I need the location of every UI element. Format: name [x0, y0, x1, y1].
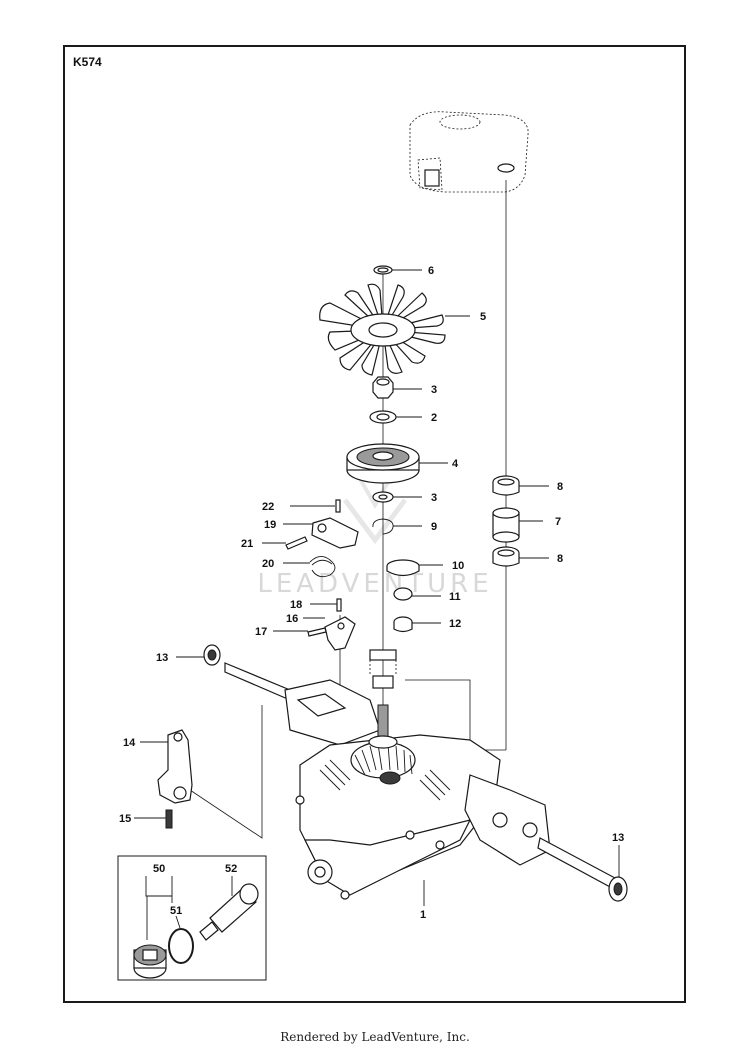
callout-label: 51	[170, 905, 182, 917]
callout-label: 6	[428, 265, 434, 277]
part-3-nut-lower	[372, 491, 394, 503]
footer-credit: Rendered by LeadVenture, Inc.	[280, 1030, 470, 1044]
part-4-pulley	[346, 443, 420, 484]
part-1-transaxle	[224, 662, 616, 900]
splined-coupler	[369, 649, 397, 689]
callout-label: 12	[449, 618, 461, 630]
diagram-frame	[63, 45, 686, 1003]
callout-label: 14	[123, 737, 136, 749]
callout-label: 17	[255, 626, 267, 638]
part-22-pin	[335, 499, 341, 513]
part-21-spring-pin	[285, 536, 308, 550]
callout-labels: 6 5 3 2 4 3 9 22 19 21 20 10 11 18 16 17…	[119, 265, 624, 921]
part-16-control-arm	[324, 616, 356, 651]
part-2-washer	[369, 410, 397, 424]
diagram-id: K574	[73, 55, 102, 69]
cover-axis-line	[405, 679, 471, 750]
part-51-o-ring	[168, 928, 194, 964]
part-13-axle-seal-left	[203, 644, 221, 666]
leader-lines	[134, 269, 620, 940]
part-52-fitting	[199, 883, 259, 941]
callout-label: 5	[480, 311, 486, 323]
part-7-bushing	[492, 507, 520, 543]
callout-label: 10	[452, 560, 464, 572]
part-8-bearing-lower	[492, 546, 520, 567]
callout-label: 20	[262, 558, 274, 570]
part-20-torsion-spring	[309, 556, 336, 578]
part-9-snap-ring	[372, 518, 394, 535]
watermark-text: LEADVENTURE	[257, 569, 492, 599]
callout-label: 22	[262, 501, 274, 513]
part-14-bypass-arm	[157, 729, 193, 804]
callout-label: 8	[557, 481, 563, 493]
part-50-plug	[133, 944, 167, 979]
callout-label: 7	[555, 516, 561, 528]
callout-label: 8	[557, 553, 563, 565]
part-13-axle-seal-right	[608, 876, 628, 902]
seal-kit-box	[117, 855, 267, 981]
callout-label: 1	[420, 909, 426, 921]
callout-label: 19	[264, 519, 276, 531]
bypass-arm-axis-line	[174, 705, 263, 839]
callout-label: 2	[431, 412, 437, 424]
expansion-tank	[409, 111, 529, 193]
callout-label: 52	[225, 863, 237, 875]
part-12-bushing	[393, 616, 413, 633]
callout-label: 16	[286, 613, 298, 625]
part-17-pin	[307, 627, 327, 637]
part-11-o-ring	[393, 587, 413, 601]
callout-label: 9	[431, 521, 437, 533]
part-3-nut-upper	[372, 376, 394, 399]
part-18-pin	[336, 598, 342, 612]
callout-label: 18	[290, 599, 302, 611]
callout-label: 50	[153, 863, 165, 875]
callout-label: 11	[449, 591, 461, 603]
part-6-retaining-ring	[373, 265, 393, 275]
callout-label: 3	[431, 492, 437, 504]
part-10-cap	[386, 559, 420, 577]
callout-label: 13	[612, 832, 624, 844]
part-15-roll-pin	[165, 809, 173, 829]
part-5-cooling-fan	[319, 283, 446, 376]
callout-label: 13	[156, 652, 168, 664]
callout-label: 3	[431, 384, 437, 396]
callout-label: 4	[452, 458, 459, 470]
part-8-bearing-upper	[492, 475, 520, 496]
callout-label: 21	[241, 538, 253, 550]
part-19-control-arm	[311, 517, 359, 549]
callout-label: 15	[119, 813, 131, 825]
